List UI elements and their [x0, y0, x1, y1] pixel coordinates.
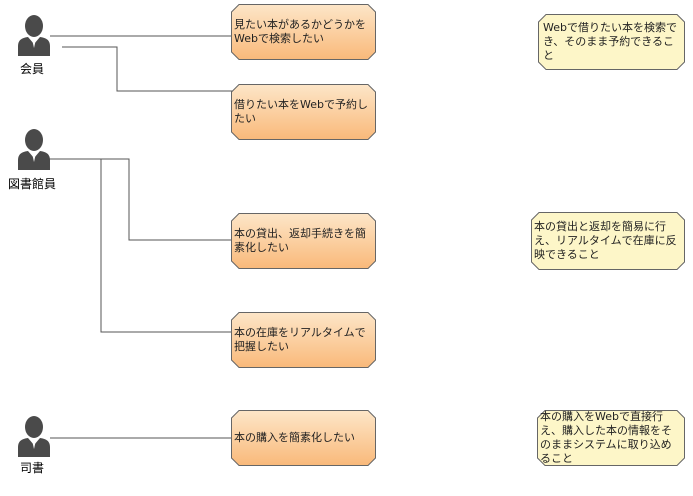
requirement-card-purchase[interactable]: 本の購入をWebで直接行え、購入した本の情報をそのままシステムに取り込めること: [537, 410, 685, 466]
actor-label: 図書館員: [7, 177, 56, 191]
person-icon: [18, 129, 50, 170]
actor-label: 会員: [19, 62, 44, 76]
need-text: 本の購入を簡素化したい: [234, 431, 355, 444]
connector-staff-need3: [48, 158, 233, 241]
actor-staff[interactable]: 図書館員: [4, 128, 74, 191]
actor-librarian[interactable]: 司書: [4, 415, 74, 475]
person-icon: [18, 15, 50, 56]
need-card-web-search[interactable]: 見たい本があるかどうかをWebで検索したい: [231, 4, 376, 60]
need-text: 本の貸出、返却手続きを簡素化したい: [234, 227, 366, 254]
person-icon: [18, 416, 50, 457]
requirement-card-lending-inventory[interactable]: 本の貸出と返却を簡易に行え、リアルタイムで在庫に反映できること: [531, 212, 685, 270]
requirement-text: 本の購入をWebで直接行え、購入した本の情報をそのままシステムに取り込めること: [540, 410, 672, 465]
actor-label: 司書: [19, 461, 44, 475]
actor-member[interactable]: 会員: [4, 14, 74, 76]
need-text: 本の在庫をリアルタイムで把握したい: [234, 326, 366, 353]
need-card-web-reserve[interactable]: 借りたい本をWebで予約したい: [231, 84, 376, 140]
need-text: 借りたい本をWebで予約したい: [234, 98, 368, 125]
requirement-text: Webで借りたい本を検索でき、そのまま予約できること: [543, 21, 677, 62]
connector-member-need2: [62, 46, 233, 92]
connector-staff-need4: [100, 159, 233, 333]
need-card-purchase[interactable]: 本の購入を簡素化したい: [231, 410, 376, 466]
requirement-text: 本の貸出と返却を簡易に行え、リアルタイムで在庫に反映できること: [534, 220, 677, 261]
requirement-card-search-reserve[interactable]: Webで借りたい本を検索でき、そのまま予約できること: [538, 14, 685, 70]
need-card-lending[interactable]: 本の貸出、返却手続きを簡素化したい: [231, 213, 376, 269]
need-card-inventory[interactable]: 本の在庫をリアルタイムで把握したい: [231, 312, 376, 368]
need-text: 見たい本があるかどうかをWebで検索したい: [234, 18, 366, 45]
